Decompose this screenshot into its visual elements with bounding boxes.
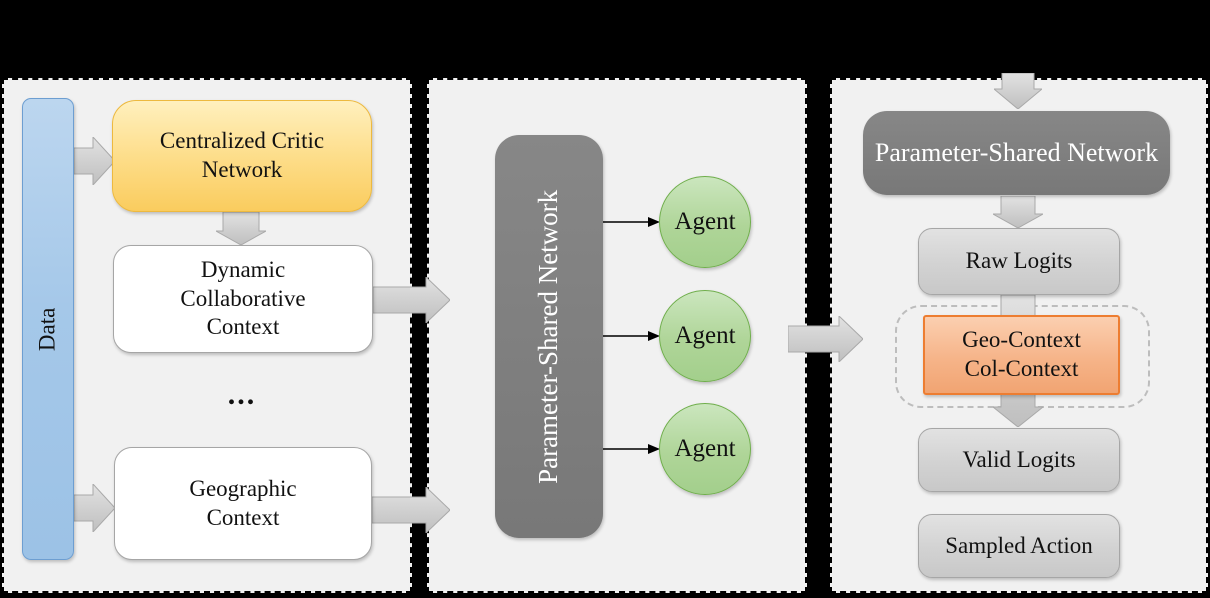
dynamic-label-line2: Collaborative bbox=[180, 285, 306, 311]
critic-label-line1: Centralized Critic bbox=[159, 128, 325, 154]
geo-label-line2: Context bbox=[206, 504, 280, 530]
agent-circle-2: Agent bbox=[659, 290, 751, 382]
context-label-line2: Col-Context bbox=[964, 356, 1079, 381]
arrow-network-to-raw-logits-icon bbox=[993, 196, 1043, 228]
shared-network-label: Parameter-Shared Network bbox=[874, 137, 1159, 167]
dynamic-label-line1: Dynamic bbox=[200, 256, 286, 282]
parameter-shared-network-vertical-bar: Parameter-Shared Network bbox=[495, 135, 603, 538]
agent-1-label: Agent bbox=[674, 208, 736, 236]
agent-circle-3: Agent bbox=[659, 403, 751, 495]
agent-2-label: Agent bbox=[674, 322, 736, 350]
agent-3-label: Agent bbox=[674, 435, 736, 463]
critic-label-line2: Network bbox=[201, 157, 283, 182]
sampled-action-label: Sampled Action bbox=[945, 532, 1093, 558]
arrow-dynamic-to-shared-network-icon bbox=[373, 277, 450, 323]
geo-col-context-box: Geo-Context Col-Context bbox=[923, 315, 1120, 395]
centralized-critic-network-box: Centralized Critic Network bbox=[112, 100, 372, 212]
valid-logits-label: Valid Logits bbox=[962, 446, 1076, 472]
arrow-data-to-geographic-icon bbox=[74, 484, 115, 532]
valid-logits-box: Valid Logits bbox=[918, 428, 1120, 492]
arrow-data-to-critic-icon bbox=[74, 137, 115, 185]
arrow-top-into-right-panel-icon bbox=[994, 73, 1042, 109]
data-bar: Data bbox=[22, 98, 74, 560]
dynamic-label-line3: Context bbox=[206, 314, 280, 340]
more-contexts-ellipsis: ... bbox=[227, 378, 257, 411]
agent-circle-1: Agent bbox=[659, 176, 751, 268]
shared-network-vertical-label: Parameter-Shared Network bbox=[533, 189, 564, 484]
context-label-line1: Geo-Context bbox=[962, 327, 1081, 353]
geo-label-line1: Geographic bbox=[189, 475, 297, 501]
arrow-network-to-agent-2-icon bbox=[603, 331, 660, 341]
arrow-geographic-to-shared-network-icon bbox=[372, 487, 450, 533]
sampled-action-box: Sampled Action bbox=[918, 514, 1120, 578]
arrow-critic-to-dynamic-icon bbox=[216, 212, 266, 245]
parameter-shared-network-box: Parameter-Shared Network bbox=[863, 111, 1170, 195]
geographic-context-box: Geographic Context bbox=[114, 447, 372, 560]
raw-logits-label: Raw Logits bbox=[965, 248, 1073, 274]
arrow-network-to-agent-1-icon bbox=[603, 217, 660, 227]
raw-logits-box: Raw Logits bbox=[918, 228, 1120, 295]
dynamic-collaborative-context-box: Dynamic Collaborative Context bbox=[113, 245, 373, 353]
arrow-network-to-agent-3-icon bbox=[603, 444, 660, 454]
arrow-middle-to-right-panel-icon bbox=[788, 316, 863, 362]
data-label: Data bbox=[34, 307, 60, 351]
